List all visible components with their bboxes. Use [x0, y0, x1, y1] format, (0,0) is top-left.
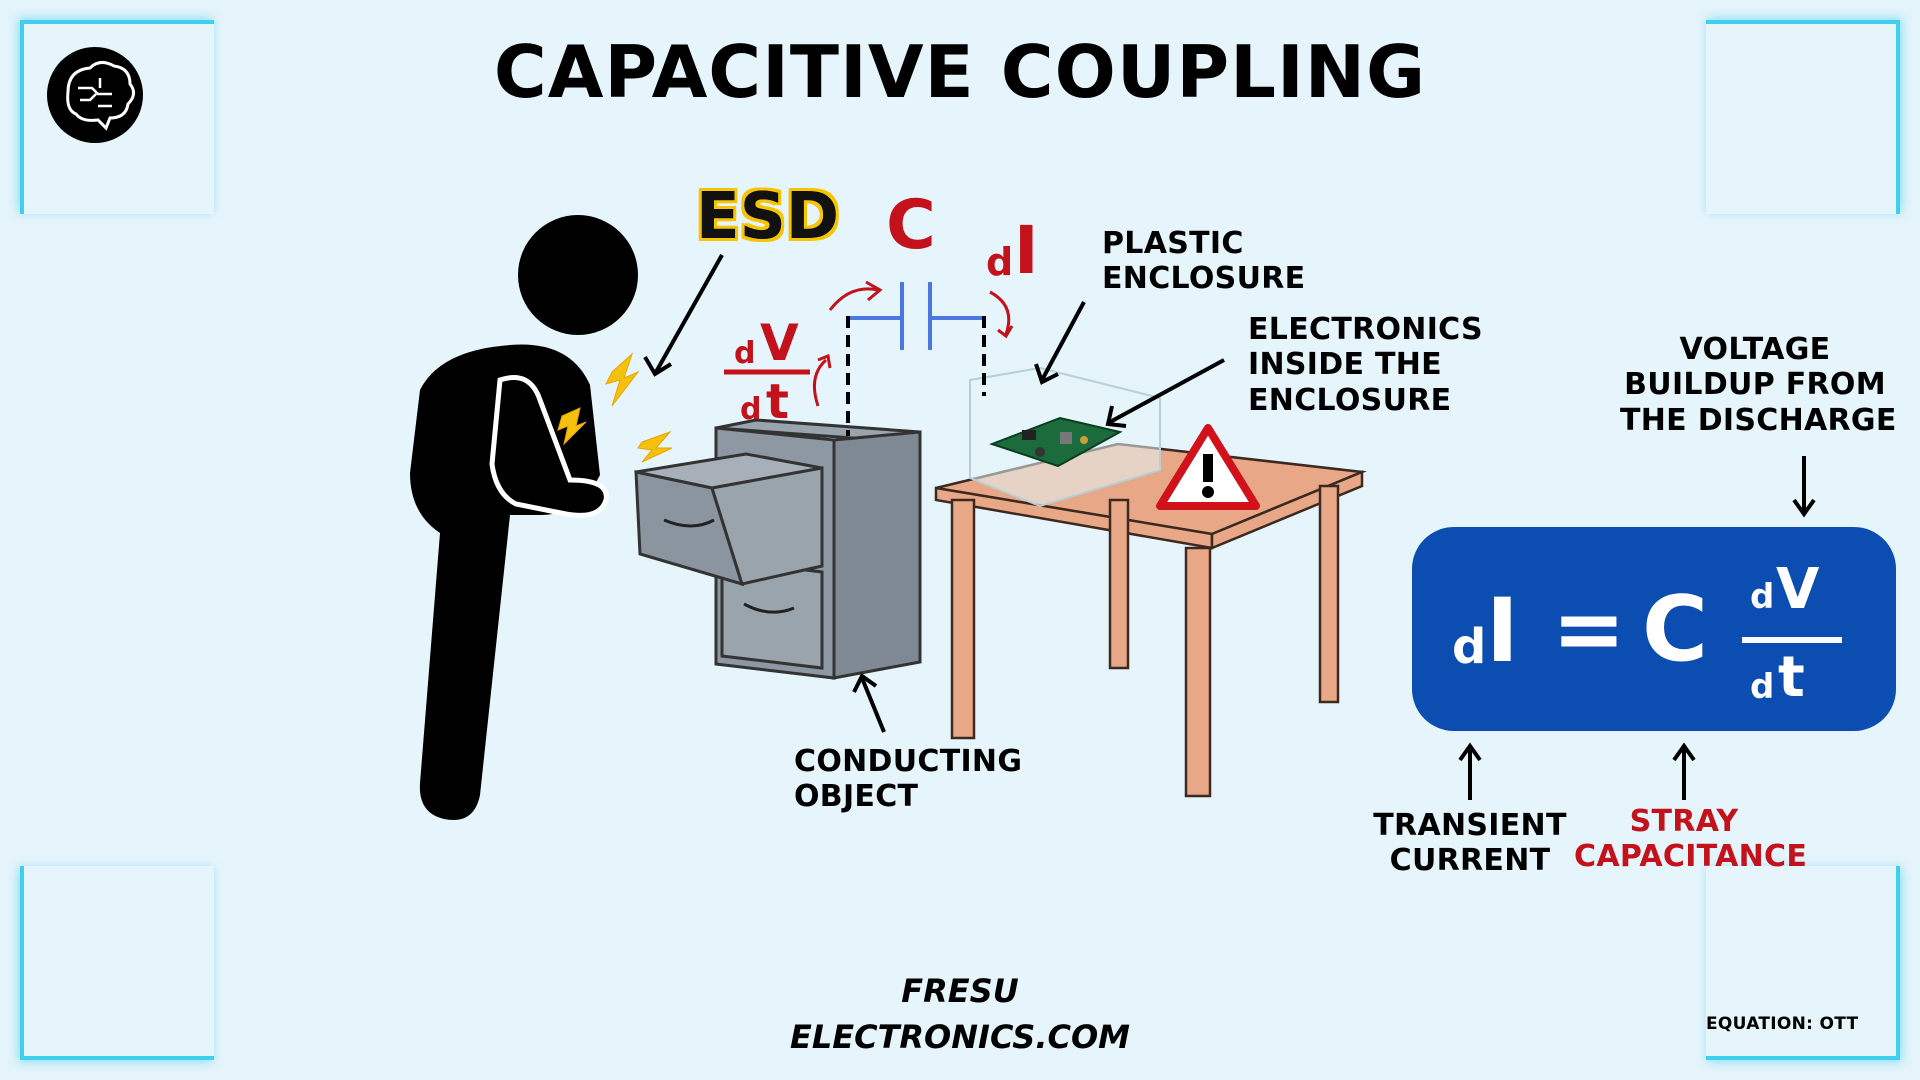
footer-line-2: ELECTRONICS.COM	[789, 1018, 1131, 1056]
equation-den-t: t	[1778, 645, 1805, 710]
dvdt-d-top: d	[734, 336, 756, 371]
capacitor-c-label: C	[886, 186, 936, 265]
equation-credit: EQUATION: OTT	[1706, 1014, 1859, 1034]
current-i-label: I	[1014, 212, 1039, 289]
equation-lhs-d: d	[1452, 619, 1487, 675]
equation-lhs-i: I	[1486, 579, 1519, 682]
conducting-object-label: CONDUCTING OBJECT	[794, 744, 1023, 815]
plastic-enclosure	[969, 366, 1161, 508]
frame-corner-top-left	[20, 20, 214, 214]
capacitor-symbol-icon	[848, 282, 984, 350]
frame-corner-bottom-right	[1706, 866, 1900, 1060]
equation-num-v: V	[1776, 557, 1820, 622]
transient-current-label: TRANSIENT CURRENT	[1373, 808, 1567, 879]
dvdt-t: t	[766, 374, 789, 430]
equation-num-d: d	[1750, 577, 1775, 617]
current-d-label: d	[986, 240, 1014, 284]
frame-corner-bottom-left	[20, 866, 214, 1060]
footer-line-1: FRESU	[901, 972, 1019, 1010]
plastic-enclosure-label: PLASTIC ENCLOSURE	[1102, 226, 1306, 297]
equation-fraction-bar	[1742, 637, 1842, 643]
frame-corner-top-right	[1706, 20, 1900, 214]
page-title: CAPACITIVE COUPLING	[493, 30, 1427, 114]
filing-cabinet	[634, 418, 922, 680]
dvdt-d-bottom: d	[740, 392, 762, 427]
equation-den-d: d	[1750, 667, 1775, 707]
voltage-buildup-label: VOLTAGE BUILDUP FROM THE DISCHARGE	[1620, 332, 1897, 438]
stray-capacitance-label: STRAY CAPACITANCE	[1574, 804, 1808, 875]
warning-triangle-icon	[1156, 424, 1260, 510]
person-figure	[410, 215, 638, 820]
dvdt-v: V	[760, 314, 799, 372]
equation-c: C	[1642, 577, 1709, 682]
esd-label: ESD	[696, 180, 839, 254]
equation-box: d I = C d V d t	[1412, 527, 1896, 731]
equation-equals: =	[1552, 577, 1626, 680]
electronics-inside-label: ELECTRONICS INSIDE THE ENCLOSURE	[1248, 312, 1483, 418]
lightning-spark-icon	[557, 352, 673, 463]
